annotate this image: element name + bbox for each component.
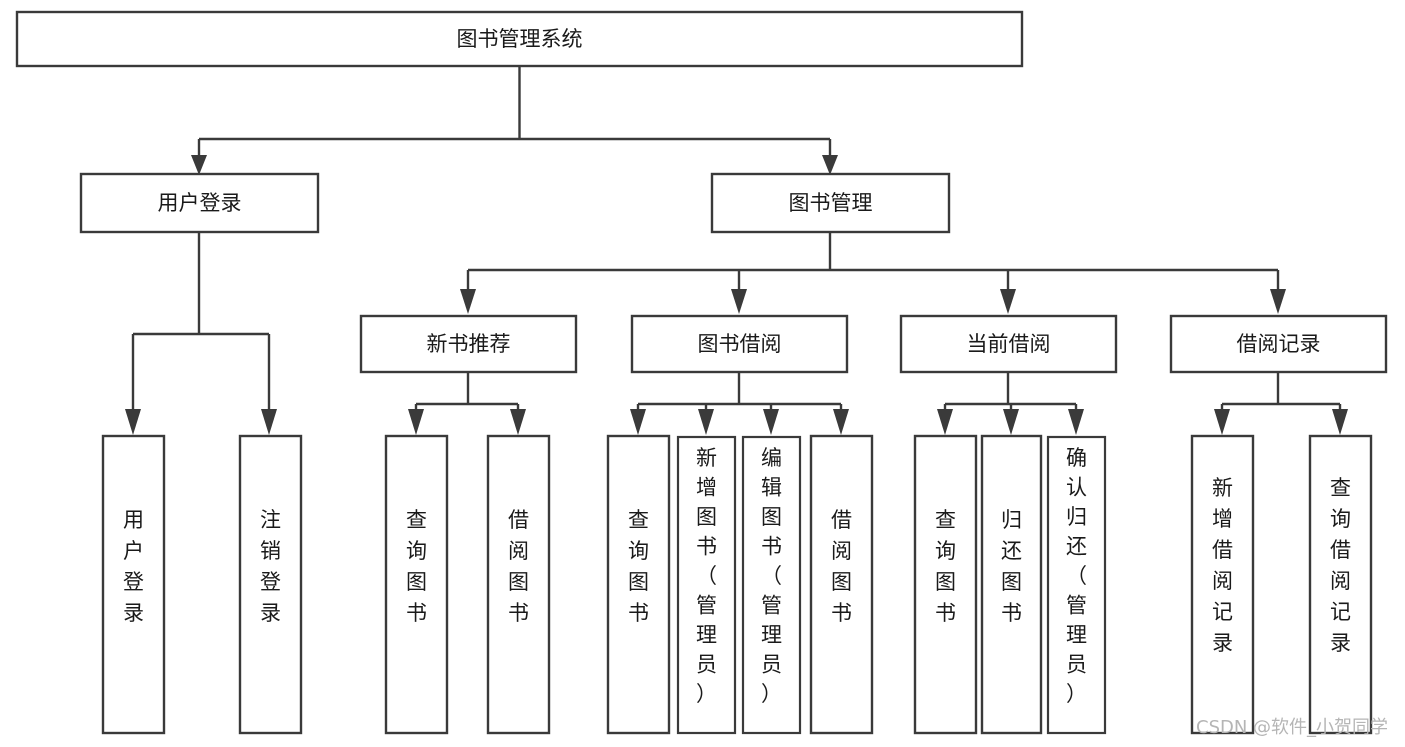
node-root-label: 图书管理系统 [457, 27, 583, 51]
arrow-head-user-login [191, 155, 207, 175]
arrow-head-leaf-add-book [698, 409, 714, 435]
node-book-borrow-label: 图书借阅 [698, 332, 782, 356]
node-leaf-query-book-2-label: 查询图书 [628, 508, 649, 625]
node-current-borrow-label: 当前借阅 [967, 332, 1051, 356]
node-user-login-label: 用户登录 [158, 191, 242, 215]
node-leaf-user-login-box[interactable] [101, 434, 166, 735]
node-book-manage[interactable]: 图书管理 [710, 172, 951, 234]
node-leaf-user-login-label: 用户登录 [123, 508, 144, 625]
node-borrow-record-label: 借阅记录 [1237, 332, 1321, 356]
arrow-head-leaf-logout-login [261, 409, 277, 435]
node-leaf-add-record-box[interactable] [1190, 434, 1255, 735]
node-book-manage-box[interactable] [710, 172, 951, 234]
arrow-head-book-manage [822, 155, 838, 175]
node-user-login-box[interactable] [79, 172, 320, 234]
node-leaf-query-book-1-box[interactable] [384, 434, 449, 735]
node-leaf-query-book-1[interactable]: 查询图书 [384, 434, 449, 735]
node-new-book-recommend-box[interactable] [359, 314, 578, 374]
arrow-head-current-borrow [1000, 289, 1016, 314]
node-leaf-confirm-return-label: 确认归还（管理员） [1066, 446, 1087, 706]
node-leaf-add-record-label: 新增借阅记录 [1212, 476, 1233, 655]
arrow-head-leaf-query-book-1 [408, 409, 424, 435]
arrow-head-leaf-query-book-2 [630, 409, 646, 435]
arrow-head-book-borrow [731, 289, 747, 314]
node-current-borrow[interactable]: 当前借阅 [899, 314, 1118, 374]
node-leaf-borrow-book-2[interactable]: 借阅图书 [809, 434, 874, 735]
node-leaf-confirm-return[interactable]: 确认归还（管理员） [1046, 435, 1107, 735]
node-leaf-return-book-label: 归还图书 [1001, 508, 1022, 625]
node-leaf-add-book-label: 新增图书（管理员） [696, 446, 717, 706]
node-leaf-query-record-label: 查询借阅记录 [1330, 476, 1351, 655]
node-leaf-add-record[interactable]: 新增借阅记录 [1190, 434, 1255, 735]
connector-layer [125, 66, 1348, 435]
node-root-box[interactable] [15, 10, 1024, 68]
node-leaf-return-book[interactable]: 归还图书 [980, 434, 1043, 735]
node-borrow-record-box[interactable] [1169, 314, 1388, 374]
arrow-head-borrow-record [1270, 289, 1286, 314]
node-leaf-borrow-book-2-box[interactable] [809, 434, 874, 735]
node-book-borrow-box[interactable] [630, 314, 849, 374]
node-leaf-borrow-book-1[interactable]: 借阅图书 [486, 434, 551, 735]
node-leaf-query-book-3-box[interactable] [913, 434, 978, 735]
node-leaf-logout-login-box[interactable] [238, 434, 303, 735]
node-leaf-return-book-box[interactable] [980, 434, 1043, 735]
node-leaf-edit-book[interactable]: 编辑图书（管理员） [741, 435, 802, 735]
node-leaf-edit-book-label: 编辑图书（管理员） [761, 446, 782, 706]
node-leaf-edit-book-box[interactable] [741, 435, 802, 735]
node-leaf-query-book-3[interactable]: 查询图书 [913, 434, 978, 735]
node-borrow-record[interactable]: 借阅记录 [1169, 314, 1388, 374]
arrow-head-leaf-edit-book [763, 409, 779, 435]
arrow-head-leaf-add-record [1214, 409, 1230, 435]
node-book-borrow[interactable]: 图书借阅 [630, 314, 849, 374]
node-leaf-borrow-book-1-box[interactable] [486, 434, 551, 735]
arrow-head-leaf-user-login [125, 409, 141, 435]
arrow-head-new-book-recommend [460, 289, 476, 314]
node-leaf-query-book-2[interactable]: 查询图书 [606, 434, 671, 735]
node-leaf-add-book-box[interactable] [676, 435, 737, 735]
arrow-head-leaf-borrow-book-2 [833, 409, 849, 435]
node-leaf-logout-login-label: 注销登录 [260, 508, 281, 625]
node-book-manage-label: 图书管理 [789, 191, 873, 215]
node-new-book-recommend-label: 新书推荐 [427, 332, 511, 356]
arrow-head-leaf-return-book [1003, 409, 1019, 435]
node-current-borrow-box[interactable] [899, 314, 1118, 374]
node-leaf-borrow-book-2-label: 借阅图书 [831, 508, 852, 625]
watermark-label: CSDN @软件_小贺同学 [1196, 717, 1388, 738]
node-leaf-query-book-1-label: 查询图书 [406, 508, 427, 625]
node-leaf-query-book-2-box[interactable] [606, 434, 671, 735]
node-leaf-logout-login[interactable]: 注销登录 [238, 434, 303, 735]
node-leaf-query-record-box[interactable] [1308, 434, 1373, 735]
node-new-book-recommend[interactable]: 新书推荐 [359, 314, 578, 374]
node-leaf-user-login[interactable]: 用户登录 [101, 434, 166, 735]
arrow-head-leaf-confirm-return [1068, 409, 1084, 435]
node-leaf-query-book-3-label: 查询图书 [935, 508, 956, 625]
node-leaf-borrow-book-1-label: 借阅图书 [508, 508, 529, 625]
node-leaf-add-book[interactable]: 新增图书（管理员） [676, 435, 737, 735]
arrow-head-leaf-borrow-book-1 [510, 409, 526, 435]
node-user-login[interactable]: 用户登录 [79, 172, 320, 234]
arrow-head-leaf-query-record [1332, 409, 1348, 435]
node-root[interactable]: 图书管理系统 [15, 10, 1024, 68]
node-leaf-confirm-return-box[interactable] [1046, 435, 1107, 735]
arrow-head-leaf-query-book-3 [937, 409, 953, 435]
node-leaf-query-record[interactable]: 查询借阅记录 [1308, 434, 1373, 735]
